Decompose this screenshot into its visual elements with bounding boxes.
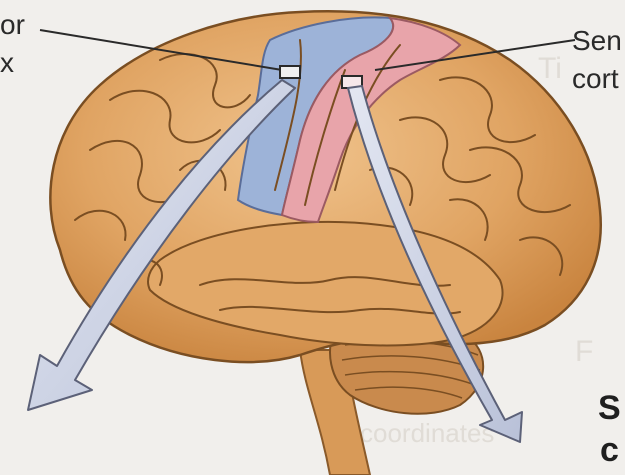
- motor-cortex-label-line2: x: [0, 44, 14, 82]
- bottom-right-letter-1: S: [598, 388, 621, 428]
- sensory-cortex-label-line2: cort: [572, 60, 619, 98]
- sensory-cortex-label-line1: Sen: [572, 22, 622, 60]
- motor-cortex-label-line1: or: [0, 6, 25, 44]
- bottom-right-letter-2: c: [600, 430, 619, 470]
- motor-marker-box: [280, 66, 300, 78]
